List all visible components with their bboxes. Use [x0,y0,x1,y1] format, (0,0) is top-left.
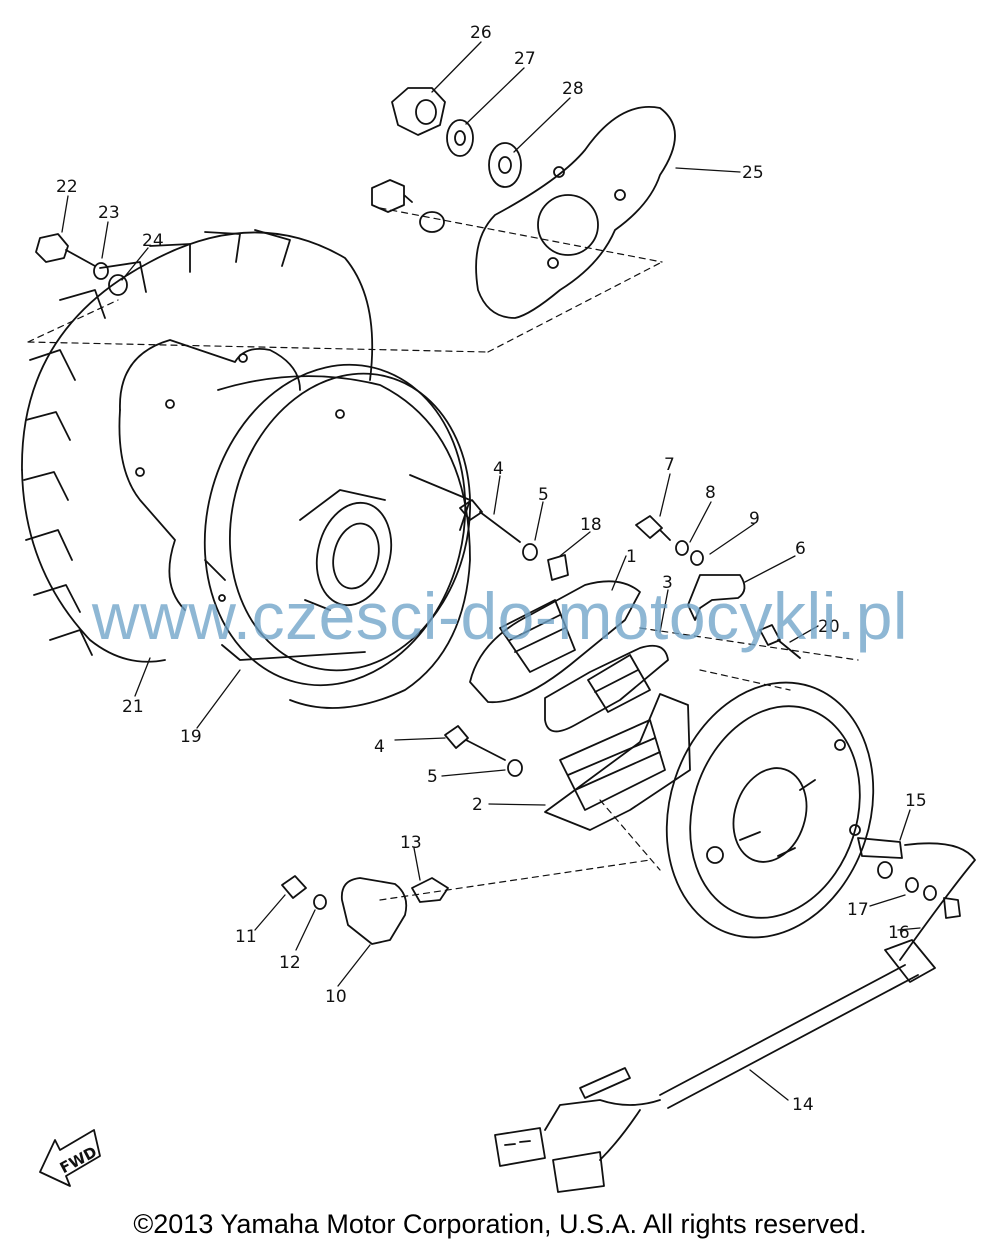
top-fasteners [35,87,522,296]
callout-13: 13 [400,833,422,853]
callout-12: 12 [279,953,301,973]
callout-8: 8 [705,483,716,503]
callout-1: 1 [626,547,637,567]
callout-28: 28 [562,79,584,99]
callout-18: 18 [580,515,602,535]
callout-23: 23 [98,203,120,223]
copyright-notice: ©2013 Yamaha Motor Corporation, U.S.A. A… [133,1209,867,1239]
callout-22: 22 [56,177,78,197]
flywheel-fan [21,229,374,663]
callout-4-top: 4 [493,459,504,479]
callout-26: 26 [470,23,492,43]
callout-4-bottom: 4 [374,737,385,757]
flywheel-rotor [203,363,472,709]
callout-14: 14 [792,1095,814,1115]
callout-5-top: 5 [538,485,549,505]
callout-17: 17 [847,900,869,920]
leader-lines [61,41,921,1101]
callout-5-bottom: 5 [427,767,438,787]
callout-7: 7 [664,455,675,475]
wire-harness [494,837,976,1193]
small-parts [281,499,961,945]
generator-coils [469,580,691,831]
callout-21: 21 [122,697,144,717]
callout-15: 15 [905,791,927,811]
callout-10: 10 [325,987,347,1007]
watermark-url: www.czesci-do-motocykli.pl [91,579,909,653]
callout-24: 24 [142,231,164,251]
locking-plate [475,106,676,319]
callout-6: 6 [795,539,806,559]
callout-3: 3 [662,573,673,593]
fwd-arrow [39,1129,101,1187]
assembly-guide-lines [27,207,859,901]
callout-16: 16 [888,923,910,943]
callout-20: 20 [818,617,840,637]
callout-11: 11 [235,927,257,947]
callout-25: 25 [742,163,764,183]
callout-2: 2 [472,795,483,815]
callout-19: 19 [180,727,202,747]
callout-9: 9 [749,509,760,529]
callout-27: 27 [514,49,536,69]
stator-plate [665,681,875,939]
